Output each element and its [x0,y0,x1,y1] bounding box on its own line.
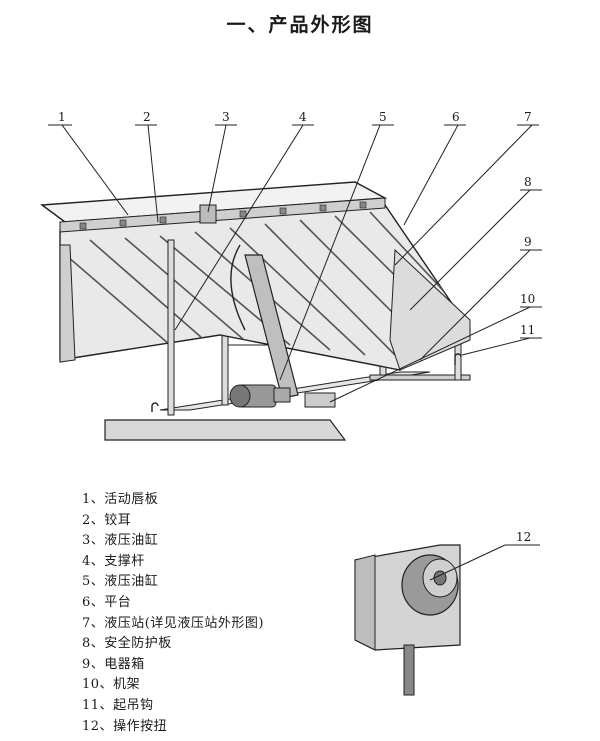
legend-item: 11起吊钩 [82,696,264,717]
hydraulic-station [229,384,291,408]
legend-item: 1活动唇板 [82,490,264,511]
hinge-strip [59,197,386,233]
legend-item: 2铰耳 [82,511,264,532]
legend-item: 8安全防护板 [82,634,264,655]
callout-8: 8 [524,175,532,189]
base-frame [104,419,347,441]
callout-12: 12 [516,530,532,544]
legend-item: 7液压站(详见液压站外形图) [82,614,264,635]
lip-cylinder [199,204,217,224]
hinge-knuckles [79,201,367,230]
legend-item: 12操作按扭 [82,717,264,738]
page-title: 一、产品外形图 [226,14,374,36]
legend-item: 9电器箱 [82,655,264,676]
legend-item: 3液压油缸 [82,531,264,552]
main-cylinder [244,254,299,399]
callout-9: 9 [524,235,532,249]
safety-plate [389,248,471,371]
legend-item: 4支撑杆 [82,552,264,573]
lifting-hook [454,353,462,365]
callout-2: 2 [143,110,151,124]
support-rod [167,239,175,416]
callout-7: 7 [524,110,532,124]
legend-item: 10机架 [82,675,264,696]
callout-6: 6 [452,110,460,124]
leader-lines [48,124,542,403]
callout-1: 1 [58,110,66,124]
callout-3: 3 [222,110,230,124]
lifting-hook [151,402,159,412]
callout-10: 10 [520,292,536,306]
callout-5: 5 [379,110,387,124]
electrical-box [304,392,336,408]
legend-item: 5液压油缸 [82,572,264,593]
callout-4: 4 [299,110,307,124]
legend-item: 6平台 [82,593,264,614]
operation-button-box [354,544,540,696]
frame-leg [221,334,229,406]
parts-legend: 1活动唇板 2铰耳 3液压油缸 4支撑杆 5液压油缸 6平台 7液压站(详见液压… [82,490,264,737]
frame-right [369,374,471,381]
callout-11: 11 [520,323,536,337]
